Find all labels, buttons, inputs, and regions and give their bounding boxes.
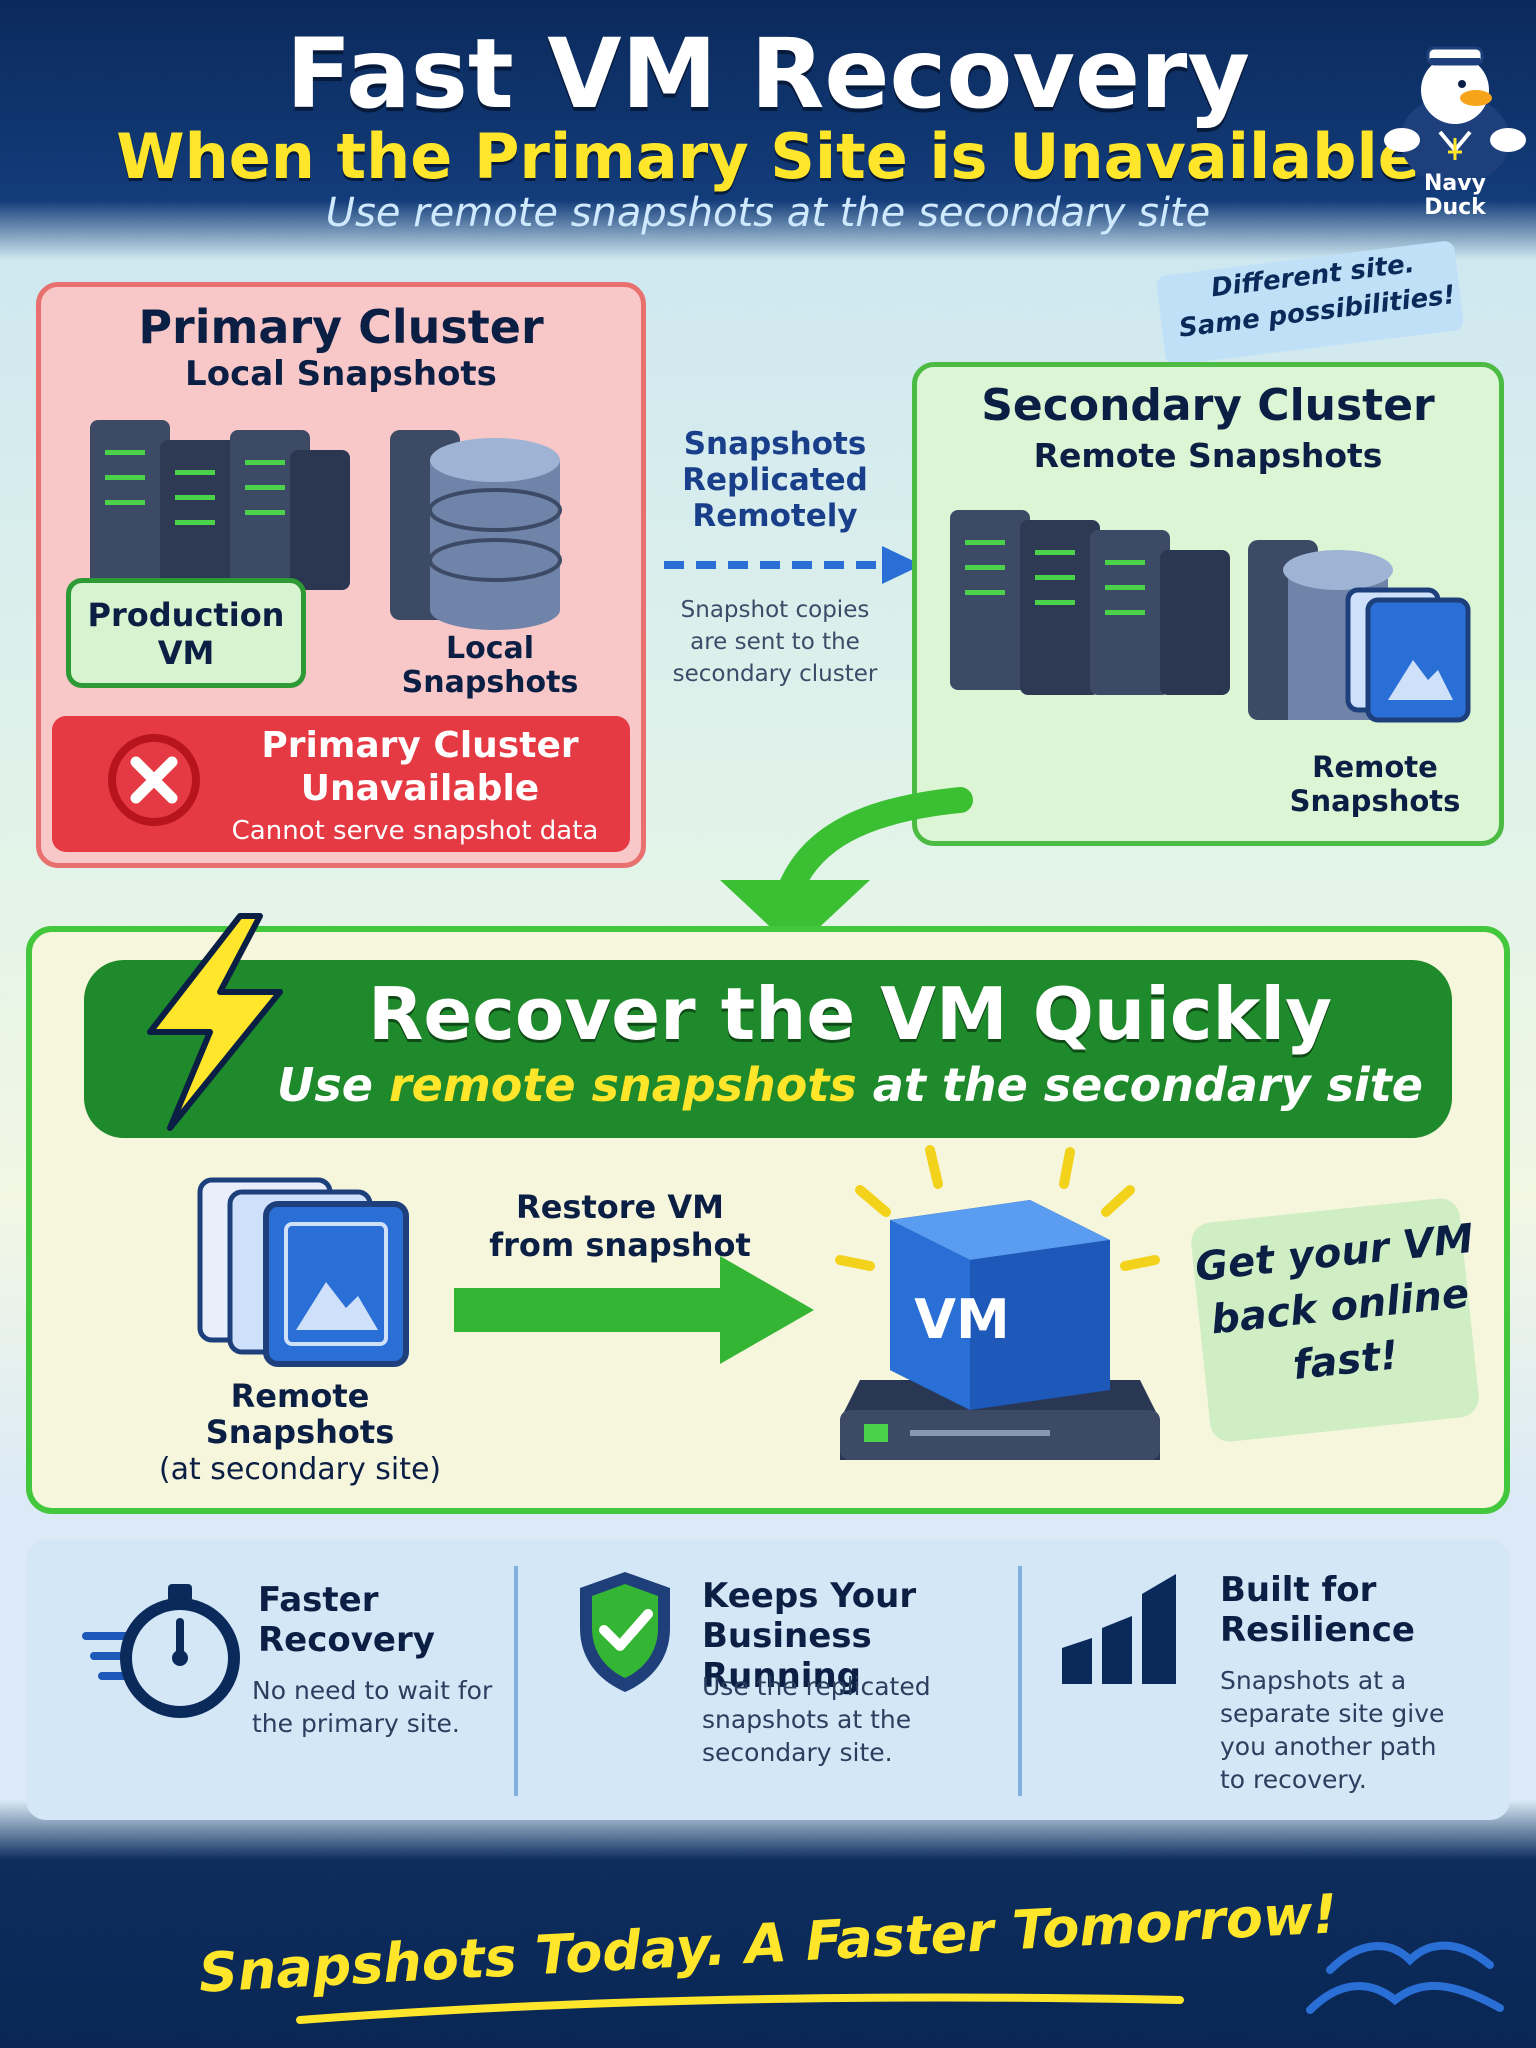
server-rack-icon: [950, 510, 1230, 695]
recover-banner: [84, 960, 1452, 1138]
mascot-label-line: Navy: [1424, 171, 1486, 196]
replication-line: Snapshots: [683, 426, 867, 462]
alert-line: Unavailable: [300, 768, 540, 809]
vm-label-line: VM: [157, 634, 215, 672]
benefit-title-line: Faster: [258, 1580, 379, 1620]
benefit-desc-line: separate site give: [1220, 1699, 1445, 1728]
local-snapshots-label: Local Snapshots: [390, 632, 590, 700]
mascot-label-line: Duck: [1424, 195, 1486, 220]
benefit-title: Built for Resilience: [1220, 1570, 1500, 1650]
benefit-desc-line: to recovery.: [1220, 1765, 1367, 1794]
production-vm-box: [66, 578, 306, 688]
unavailable-title: Primary Cluster Unavailable: [220, 724, 620, 810]
benefit-desc-line: secondary site.: [702, 1738, 893, 1767]
vm-label: VM: [914, 1288, 1010, 1351]
primary-cluster-subtitle: Local Snapshots: [185, 354, 497, 394]
vm-label-line: Production: [87, 596, 285, 634]
benefit-title: Faster Recovery: [258, 1580, 508, 1660]
vm-server-icon: [835, 1145, 1160, 1460]
benefit-desc-line: Snapshots at a: [1220, 1666, 1407, 1695]
benefit-desc-line: you another path: [1220, 1732, 1437, 1761]
curved-down-arrow-icon: [720, 787, 973, 950]
snap-label-line: Remote: [1312, 750, 1438, 784]
replication-desc-line: Snapshot copies: [680, 597, 870, 623]
benefit-title-line: Business Running: [702, 1616, 872, 1696]
benefit-title-line: Built for: [1220, 1570, 1377, 1610]
bar-chart-icon: [1062, 1574, 1176, 1684]
benefit-description: Use the replicated snapshots at the seco…: [702, 1670, 1002, 1769]
benefit-title-line: Keeps Your: [702, 1576, 917, 1616]
restore-arrow-icon: [454, 1256, 814, 1364]
benefit-title-line: Resilience: [1220, 1610, 1415, 1650]
replication-description: Snapshot copies are sent to the secondar…: [655, 594, 895, 690]
benefit-description: No need to wait for the primary site.: [252, 1674, 512, 1740]
recover-sub-text: at the secondary site: [856, 1058, 1423, 1112]
database-icon: [390, 430, 562, 630]
remote-snapshot-stack-icon: [1248, 540, 1471, 723]
page-title: Fast VM Recovery: [286, 18, 1250, 130]
restore-line: Restore VM: [516, 1188, 724, 1226]
error-x-icon: [108, 734, 200, 826]
benefit-desc-line: the primary site.: [252, 1709, 460, 1738]
online-note-text: Get your VM back online fast!: [1192, 1212, 1487, 1402]
benefit-divider: [514, 1566, 518, 1796]
primary-cluster-title: Primary Cluster: [138, 300, 544, 354]
page-subtitle: When the Primary Site is Unavailable: [116, 120, 1420, 193]
navy-duck-mascot-icon: [1384, 46, 1526, 185]
unavailable-description: Cannot serve snapshot data: [231, 816, 599, 846]
alert-line: Primary Cluster: [261, 725, 579, 766]
remote-snapshots-label: Remote Snapshots: [1260, 750, 1490, 818]
benefit-title: Keeps Your Business Running: [702, 1576, 1012, 1696]
snap-label-line: Local: [445, 631, 535, 666]
restore-label: Restore VM from snapshot: [470, 1188, 770, 1264]
replication-desc-line: are sent to the: [690, 629, 860, 655]
replication-arrow-icon: [664, 546, 922, 584]
stopwatch-icon: [82, 1584, 240, 1718]
replication-line: Replicated: [682, 462, 868, 498]
snap-label-line: Remote: [230, 1377, 370, 1415]
benefit-desc-line: No need to wait for: [252, 1676, 493, 1705]
lightning-bolt-icon: [147, 913, 283, 1131]
replication-title: Snapshots Replicated Remotely: [660, 426, 890, 534]
restore-line: from snapshot: [489, 1226, 751, 1264]
snap-label-line: Snapshots: [1289, 784, 1461, 818]
benefits-panel: [26, 1540, 1510, 1820]
shield-check-icon: [580, 1572, 670, 1692]
recover-title: Recover the VM Quickly: [367, 972, 1333, 1056]
recover-subtitle: Use remote snapshots at the secondary si…: [270, 1058, 1430, 1112]
snapshot-stack-icon: [197, 1177, 409, 1367]
benefit-desc-line: Use the replicated: [702, 1672, 931, 1701]
underline-swoosh-icon: [296, 1993, 1184, 2024]
benefit-description: Snapshots at a separate site give you an…: [1220, 1664, 1500, 1796]
benefit-divider: [1018, 1566, 1022, 1796]
remote-snapshots-sublabel: (at secondary site): [158, 1452, 442, 1487]
waves-icon: [1306, 1941, 1504, 2014]
benefit-title-line: Recovery: [258, 1620, 435, 1660]
benefit-desc-line: snapshots at the: [702, 1705, 912, 1734]
replication-desc-line: secondary cluster: [672, 661, 878, 687]
replication-line: Remotely: [692, 498, 858, 534]
production-vm-label: Production VM: [66, 596, 306, 672]
server-rack-icon: [90, 420, 350, 600]
mascot-label: Navy Duck: [1400, 172, 1510, 220]
snap-label-line: Snapshots: [205, 1413, 395, 1451]
remote-snapshots-label: Remote Snapshots: [130, 1378, 470, 1450]
page-tagline: Use remote snapshots at the secondary si…: [325, 190, 1211, 236]
secondary-cluster-subtitle: Remote Snapshots: [1033, 436, 1383, 475]
secondary-cluster-title: Secondary Cluster: [981, 380, 1435, 431]
recover-sub-highlight: remote snapshots: [388, 1058, 857, 1112]
snap-label-line: Snapshots: [401, 665, 579, 700]
recover-sub-text: Use: [277, 1058, 389, 1112]
